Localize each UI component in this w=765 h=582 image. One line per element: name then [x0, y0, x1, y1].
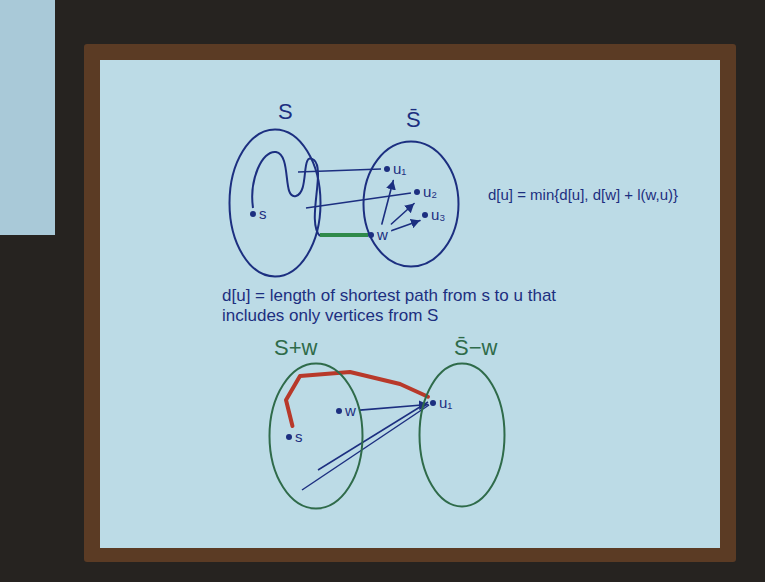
cross-edge [302, 405, 429, 490]
vertex-dot [414, 189, 420, 195]
card [100, 60, 720, 548]
graph-vertex: u₂ [414, 183, 439, 202]
oval-outline [270, 364, 363, 509]
cross-edge [318, 402, 428, 470]
vertex-name: w [345, 403, 356, 420]
set-name: S+w [274, 336, 317, 360]
frame [84, 44, 736, 562]
set-region: u₁S̄−w [418, 362, 506, 508]
vertex-name: u₃ [431, 207, 445, 224]
vertex-name: u₁ [439, 395, 452, 412]
graph-vertex: w [336, 402, 358, 421]
graph-vertex: u₁ [430, 394, 454, 413]
vertex-name: u₁ [393, 161, 406, 178]
vertex-name: u₂ [423, 184, 437, 201]
vertex-name: s [295, 429, 303, 446]
vertex-dot [286, 434, 292, 440]
set-region: u₁u₂u₃wS̄ [362, 140, 460, 268]
vertex-name: s [259, 206, 267, 223]
set-name: S [278, 100, 293, 124]
oval-outline [230, 130, 321, 277]
vertex-dot [336, 408, 342, 414]
set-region: swS+w [268, 362, 364, 510]
oval-outline [362, 140, 460, 268]
cross-edge [298, 169, 381, 172]
graph-vertex: s [250, 205, 269, 224]
oval-outline [228, 128, 322, 278]
cross-edge [306, 193, 411, 208]
vertex-name: w [377, 227, 388, 244]
graph-vertex: u₁ [384, 160, 408, 179]
arrow-edge [391, 204, 414, 225]
set-region: sS [228, 128, 322, 278]
path-sketch [252, 152, 320, 236]
vertex-dot [422, 212, 428, 218]
green-edge [320, 233, 368, 237]
oval-outline [418, 362, 506, 508]
oval-outline [420, 364, 505, 507]
vertex-dot [430, 400, 436, 406]
arrow-edge [392, 221, 420, 231]
arrow-edge [360, 404, 428, 410]
graph-vertex: w [368, 226, 390, 245]
vertex-dot [250, 211, 256, 217]
graph-vertex: s [286, 428, 305, 447]
side-paper [0, 0, 55, 235]
set-name: S̄ [406, 108, 421, 132]
note-text: d[u] = min{d[u], d[w] + l(w,u)} [488, 186, 683, 204]
arrow-edge [382, 181, 393, 225]
graph-vertex: u₃ [422, 206, 447, 225]
note-text: d[u] = length of shortest path from s to… [222, 286, 582, 327]
vertex-dot [384, 166, 390, 172]
vertex-dot [368, 232, 374, 238]
oval-outline [364, 142, 459, 267]
oval-outline [268, 362, 364, 510]
set-name: S̄−w [454, 336, 497, 360]
